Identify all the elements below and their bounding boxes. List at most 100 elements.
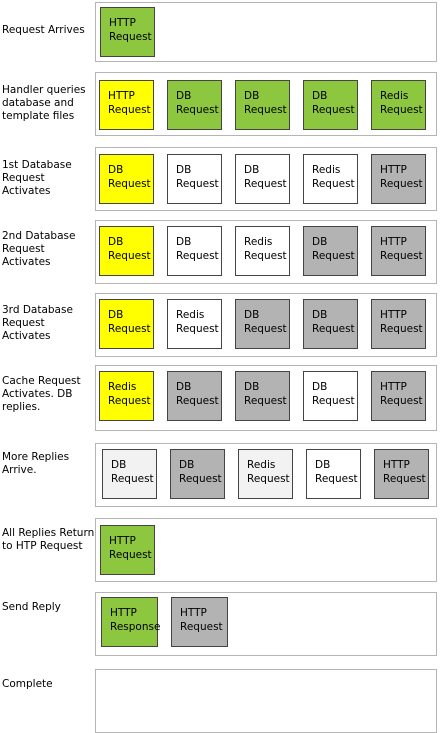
box-line1: HTTP bbox=[109, 17, 136, 29]
box-line1: DB bbox=[176, 90, 192, 102]
box-line1: DB bbox=[312, 381, 328, 393]
db-request-box: DB Request bbox=[235, 299, 290, 349]
db-request-box: DB Request bbox=[235, 80, 290, 130]
box-line1: DB bbox=[312, 309, 328, 321]
db-request-box: DB Request bbox=[235, 371, 290, 421]
box-line1: DB bbox=[111, 459, 127, 471]
row-label-3rd-db: 3rd Database Request Activates bbox=[2, 304, 73, 342]
box-line1: Redis bbox=[244, 236, 273, 248]
box-line2: Request bbox=[312, 178, 355, 190]
db-request-box: DB Request bbox=[167, 371, 222, 421]
box-line2: Request bbox=[244, 178, 287, 190]
box-line2: Request bbox=[244, 104, 287, 116]
box-line1: HTTP bbox=[380, 164, 407, 176]
box-line2: Request bbox=[176, 104, 219, 116]
box-line2: Request bbox=[383, 473, 426, 485]
box-line2: Response bbox=[110, 621, 161, 633]
box-line1: HTTP bbox=[380, 309, 407, 321]
box-line1: DB bbox=[244, 90, 260, 102]
row-label-all-replies: All Replies Return to HTP Request bbox=[2, 527, 95, 552]
box-line2: Request bbox=[180, 621, 223, 633]
box-line1: DB bbox=[176, 381, 192, 393]
box-line1: DB bbox=[244, 381, 260, 393]
row-label-request-arrives: Request Arrives bbox=[2, 24, 85, 36]
box-line1: DB bbox=[315, 459, 331, 471]
box-line2: Request bbox=[380, 250, 423, 262]
row-label-handler-queries: Handler queries database and template fi… bbox=[2, 84, 86, 122]
db-request-box: DB Request bbox=[167, 154, 222, 204]
box-line2: Request bbox=[380, 395, 423, 407]
lane-handler-queries: HTTP Request DB Request DB Request DB Reques… bbox=[95, 72, 437, 136]
box-line2: Request bbox=[244, 395, 287, 407]
box-line1: DB bbox=[244, 164, 260, 176]
http-request-box: HTTP Request bbox=[99, 80, 154, 130]
db-request-box: DB Request bbox=[167, 226, 222, 276]
box-line1: DB bbox=[176, 164, 192, 176]
box-line2: Request bbox=[108, 395, 151, 407]
box-line2: Request bbox=[312, 323, 355, 335]
row-label-2nd-db: 2nd Database Request Activates bbox=[2, 230, 76, 268]
box-line1: Redis bbox=[108, 381, 137, 393]
box-line1: HTTP bbox=[108, 90, 135, 102]
row-label-1st-db: 1st Database Request Activates bbox=[2, 159, 72, 197]
db-request-box: DB Request bbox=[303, 299, 358, 349]
box-line2: Request bbox=[380, 178, 423, 190]
http-request-box: HTTP Request bbox=[371, 299, 426, 349]
db-request-box: DB Request bbox=[167, 80, 222, 130]
row-label-cache-request: Cache Request Activates. DB replies. bbox=[2, 375, 81, 413]
box-line2: Request bbox=[380, 104, 423, 116]
box-line1: DB bbox=[312, 236, 328, 248]
box-line1: Redis bbox=[176, 309, 205, 321]
box-line1: HTTP bbox=[110, 607, 137, 619]
box-line2: Request bbox=[108, 250, 151, 262]
box-line2: Request bbox=[244, 250, 287, 262]
box-line2: Request bbox=[108, 104, 151, 116]
http-request-box: HTTP Request bbox=[371, 154, 426, 204]
http-response-box: HTTP Response bbox=[101, 597, 161, 647]
box-line2: Request bbox=[111, 473, 154, 485]
row-label-complete: Complete bbox=[2, 678, 53, 690]
box-line1: DB bbox=[108, 309, 124, 321]
db-request-box: DB Request bbox=[303, 226, 358, 276]
box-line1: DB bbox=[244, 309, 260, 321]
box-line1: HTTP bbox=[180, 607, 207, 619]
db-request-box: DB Request bbox=[235, 154, 290, 204]
db-request-box: DB Request bbox=[303, 80, 358, 130]
box-line2: Request bbox=[312, 250, 355, 262]
box-line1: DB bbox=[312, 90, 328, 102]
box-line2: Request bbox=[176, 250, 219, 262]
box-line1: Redis bbox=[247, 459, 276, 471]
box-line2: Request bbox=[109, 549, 152, 561]
http-request-box: HTTP Request bbox=[171, 597, 228, 647]
lane-send-reply: HTTP Response HTTP Request bbox=[95, 592, 437, 656]
box-line2: Request bbox=[312, 104, 355, 116]
box-line2: Request bbox=[244, 323, 287, 335]
box-line2: Request bbox=[176, 395, 219, 407]
box-line1: DB bbox=[176, 236, 192, 248]
box-line2: Request bbox=[179, 473, 222, 485]
row-label-send-reply: Send Reply bbox=[2, 601, 61, 613]
box-line2: Request bbox=[380, 323, 423, 335]
box-line2: Request bbox=[176, 178, 219, 190]
lane-complete bbox=[95, 669, 437, 733]
